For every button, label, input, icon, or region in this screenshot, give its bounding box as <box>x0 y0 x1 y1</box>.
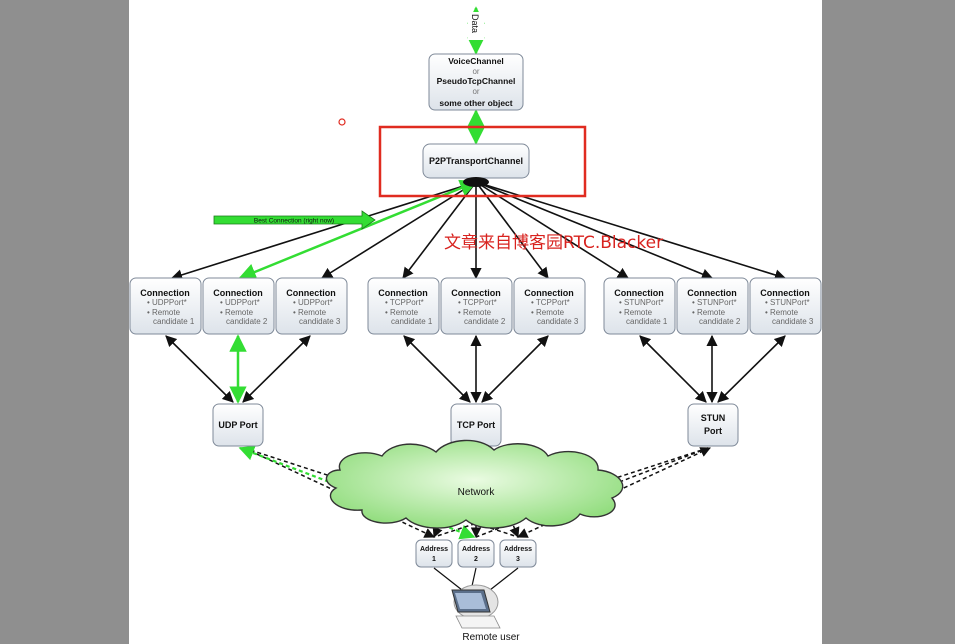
connection-node: Connection • TCPPort* • Remote candidate… <box>440 277 513 335</box>
svg-text:• UDPPort*: • UDPPort* <box>147 298 187 307</box>
stun-link-1 <box>639 335 707 403</box>
svg-text:• STUNPort*: • STUNPort* <box>692 298 737 307</box>
svg-text:• Remote: • Remote <box>619 308 653 317</box>
svg-text:• Remote: • Remote <box>692 308 726 317</box>
svg-text:candidate 1: candidate 1 <box>391 317 433 326</box>
svg-text:Connection: Connection <box>524 288 574 298</box>
tcp-connections: Connection • TCPPort* • Remote candidate… <box>367 277 586 335</box>
stun-port-node: STUN Port <box>687 403 739 447</box>
fan-link-8 <box>475 181 787 281</box>
svg-text:Connection: Connection <box>140 288 190 298</box>
stun-port-label-2: Port <box>704 426 722 436</box>
svg-text:Connection: Connection <box>378 288 428 298</box>
addr-user-link-1 <box>433 567 463 591</box>
svg-text:Address: Address <box>462 546 490 553</box>
network-label: Network <box>458 487 496 498</box>
channel-line2: PseudoTcpChannel <box>437 76 516 86</box>
highlight-box <box>378 125 587 198</box>
svg-text:candidate 3: candidate 3 <box>537 317 579 326</box>
tcp-link-3 <box>481 335 549 403</box>
svg-text:Connection: Connection <box>614 288 664 298</box>
svg-text:3: 3 <box>516 556 520 563</box>
tcp-link-1 <box>403 335 471 403</box>
connection-node: Connection • STUNPort* • Remote candidat… <box>603 277 676 335</box>
tcp-port-label: TCP Port <box>457 420 495 430</box>
svg-text:Connection: Connection <box>286 288 336 298</box>
connection-node: Connection • UDPPort* • Remote candidate… <box>202 277 275 335</box>
svg-text:• Remote: • Remote <box>293 308 327 317</box>
stun-link-3 <box>717 335 786 403</box>
connection-node: Connection • STUNPort* • Remote candidat… <box>676 277 749 335</box>
svg-text:• Remote: • Remote <box>385 308 419 317</box>
fan-link-5 <box>475 181 549 279</box>
svg-text:candidate 1: candidate 1 <box>153 317 195 326</box>
udp-connections: Connection • UDPPort* • Remote candidate… <box>129 277 348 335</box>
svg-text:Connection: Connection <box>760 288 810 298</box>
channel-box: VoiceChannel or PseudoTcpChannel or some… <box>428 53 524 111</box>
svg-text:• TCPPort*: • TCPPort* <box>385 298 424 307</box>
udp-port-node: UDP Port <box>212 403 264 447</box>
channel-or2: or <box>472 87 479 96</box>
best-connection-link <box>238 179 478 281</box>
svg-text:Connection: Connection <box>213 288 263 298</box>
channel-line1: VoiceChannel <box>448 56 504 66</box>
connection-node: Connection • STUNPort* • Remote candidat… <box>749 277 822 335</box>
svg-text:candidate 2: candidate 2 <box>226 317 268 326</box>
computer-icon <box>451 584 501 629</box>
transport-hub <box>463 177 489 187</box>
transport-channel-label: P2PTransportChannel <box>429 156 523 166</box>
svg-text:• Remote: • Remote <box>220 308 254 317</box>
svg-text:• Remote: • Remote <box>531 308 565 317</box>
svg-text:candidate 1: candidate 1 <box>626 317 668 326</box>
svg-text:Connection: Connection <box>451 288 501 298</box>
network-cloud: Network <box>325 439 624 529</box>
tcp-port-node: TCP Port <box>450 403 502 447</box>
svg-text:• TCPPort*: • TCPPort* <box>531 298 570 307</box>
addr-user-link-3 <box>489 567 519 591</box>
address-node: Address 1 <box>415 539 453 568</box>
transport-channel-node: P2PTransportChannel <box>422 143 530 179</box>
udp-link-1 <box>165 335 234 403</box>
cursor-marker <box>338 118 346 126</box>
svg-text:• Remote: • Remote <box>765 308 799 317</box>
udp-port-label: UDP Port <box>218 420 257 430</box>
address-node: Address 2 <box>457 539 495 568</box>
best-connection-label: Best Connection (right now) <box>254 218 334 225</box>
svg-text:• Remote: • Remote <box>458 308 492 317</box>
svg-text:• STUNPort*: • STUNPort* <box>619 298 664 307</box>
best-connection-arrow: Best Connection (right now) <box>213 210 376 230</box>
stun-connections: Connection • STUNPort* • Remote candidat… <box>603 277 822 335</box>
svg-text:candidate 2: candidate 2 <box>699 317 741 326</box>
watermark-text: 文章来自博客园RTC.Blacker <box>444 233 663 253</box>
connection-node: Connection • UDPPort* • Remote candidate… <box>129 277 202 335</box>
svg-text:Address: Address <box>420 546 448 553</box>
svg-text:• TCPPort*: • TCPPort* <box>458 298 497 307</box>
data-link-label: Data <box>470 14 480 33</box>
connection-node: Connection • TCPPort* • Remote candidate… <box>367 277 440 335</box>
addr-user-link-2 <box>471 567 477 587</box>
remote-user-label: Remote user <box>462 632 520 643</box>
svg-text:1: 1 <box>432 556 436 563</box>
svg-text:candidate 3: candidate 3 <box>299 317 341 326</box>
stun-port-label-1: STUN <box>701 413 726 423</box>
svg-text:• STUNPort*: • STUNPort* <box>765 298 810 307</box>
svg-text:candidate 3: candidate 3 <box>772 317 814 326</box>
svg-text:Address: Address <box>504 546 532 553</box>
svg-text:2: 2 <box>474 556 478 563</box>
channel-or1: or <box>472 67 479 76</box>
svg-text:• UDPPort*: • UDPPort* <box>220 298 260 307</box>
svg-text:• UDPPort*: • UDPPort* <box>293 298 333 307</box>
fan-link-7 <box>475 181 714 280</box>
svg-text:Connection: Connection <box>687 288 737 298</box>
svg-text:• Remote: • Remote <box>147 308 181 317</box>
connection-node: Connection • UDPPort* • Remote candidate… <box>275 277 348 335</box>
udp-link-3 <box>242 335 311 403</box>
address-node: Address 3 <box>499 539 537 568</box>
fan-link-6 <box>475 181 629 279</box>
svg-text:candidate 2: candidate 2 <box>464 317 506 326</box>
connection-node: Connection • TCPPort* • Remote candidate… <box>513 277 586 335</box>
channel-line3: some other object <box>439 98 512 108</box>
